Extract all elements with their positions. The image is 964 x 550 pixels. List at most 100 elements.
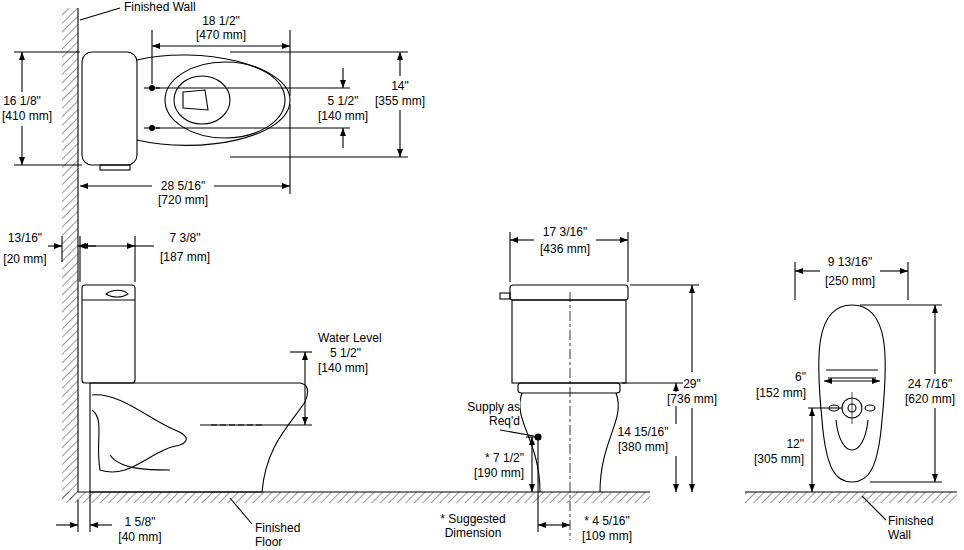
dimension-label: 29" (683, 377, 701, 391)
floor-plan-view (819, 305, 886, 482)
drawing-ellipse (174, 76, 230, 124)
drawing-line (289, 30, 290, 96)
drawing-line (691, 408, 692, 492)
drawing-line (290, 351, 312, 352)
drawing-line (230, 156, 408, 157)
drawing-line (134, 236, 135, 282)
dimension-label: 7 3/8" (170, 231, 201, 245)
dimension-label: [436 mm] (540, 242, 590, 256)
drawing-line (860, 304, 942, 305)
drawing-line (880, 270, 908, 271)
drawing-line (795, 270, 820, 271)
drawing-path (137, 55, 290, 145)
drawing-rect (500, 293, 510, 299)
drawing-line (230, 498, 252, 524)
drawing-line (156, 87, 350, 88)
drawing-line (21, 52, 22, 92)
dimension-label: [380 mm] (618, 440, 668, 454)
drawing-rect (62, 492, 650, 503)
dimension-label: Finished Floor (255, 521, 309, 549)
dimension-label: [305 mm] (754, 452, 804, 466)
drawing-line (907, 262, 908, 300)
dimension-label: [355 mm] (375, 94, 425, 108)
dimension-label: [720 mm] (158, 193, 208, 207)
drawing-line (89, 492, 90, 532)
drawing-rect (510, 285, 628, 300)
side-view (82, 285, 308, 492)
dimension-label: [152 mm] (756, 386, 806, 400)
drawing-line (745, 491, 957, 492)
drawing-path (106, 290, 128, 297)
dimension-label: Finished Wall (888, 514, 942, 542)
dimension-label: 28 5/16" (161, 179, 205, 193)
dimension-label: * Suggested Dimension (430, 512, 516, 540)
dimension-label: Supply as Req'd (458, 400, 520, 428)
dimension-label: 18 1/2" (202, 14, 240, 28)
drawing-line (14, 51, 80, 52)
drawing-line (304, 352, 305, 425)
drawing-line (151, 30, 152, 84)
dimension-label: 1 5/8" (125, 515, 156, 529)
drawing-line (934, 408, 935, 482)
drawing-path (183, 90, 208, 110)
drawing-line (691, 285, 692, 372)
drawing-path (110, 455, 170, 470)
drawing-line (156, 127, 350, 128)
dimension-label: [250 mm] (825, 274, 875, 288)
drawing-path (90, 383, 308, 492)
drawing-line (794, 262, 795, 300)
drawing-line (934, 305, 935, 374)
dimension-label: 14 15/16" (618, 425, 669, 439)
drawing-line (61, 236, 62, 262)
drawing-line (596, 239, 628, 240)
drawing-line (570, 292, 571, 540)
dimension-label: 6" (795, 370, 806, 384)
leader-line (80, 8, 120, 20)
drawing-path (600, 393, 618, 492)
drawing-rect (518, 383, 620, 393)
dimension-label: 5 1/2" (328, 94, 359, 108)
drawing-path (826, 370, 878, 378)
drawing-line (135, 245, 154, 246)
dimension-label: [40 mm] (118, 530, 161, 544)
drawing-line (90, 524, 112, 525)
dimension-label: [187 mm] (160, 250, 210, 264)
drawing-line (538, 524, 570, 525)
dimension-label: * 4 5/16" (584, 514, 630, 528)
drawing-rect (100, 165, 130, 170)
drawing-path (836, 420, 868, 450)
drawing-ellipse (829, 405, 839, 411)
dimension-lines (14, 30, 942, 532)
dimension-label: 9 13/16" (828, 255, 872, 269)
drawing-line (500, 430, 534, 436)
drawing-line (862, 496, 886, 520)
dimension-label: [140 mm] (318, 109, 368, 123)
drawing-line (21, 126, 22, 165)
drawing-line (870, 481, 942, 482)
dimension-label: 5 1/2" (330, 346, 361, 360)
drawing-line (811, 408, 812, 492)
drawing-ellipse (865, 405, 875, 411)
drawing-line (230, 51, 408, 52)
finished-wall (62, 8, 78, 500)
drawing-line (200, 424, 312, 425)
drawing-line (622, 382, 683, 383)
drawing-line (214, 185, 290, 186)
drawing-line (289, 104, 290, 194)
drawing-line (399, 110, 400, 157)
dimension-label: [410 mm] (2, 109, 52, 123)
dimension-label: [736 mm] (667, 392, 717, 406)
dimension-label: Finished Wall (124, 0, 196, 14)
dimension-label: [109 mm] (582, 529, 632, 543)
finished-floor (62, 492, 957, 503)
drawing-line (824, 380, 880, 381)
drawing-line (852, 392, 853, 424)
dimension-label: [20 mm] (3, 252, 46, 266)
drawing-line (342, 128, 343, 148)
dimension-label: [620 mm] (905, 392, 955, 406)
dimension-label: * 7 1/2" (485, 451, 524, 465)
drawing-rect (82, 285, 135, 383)
dimension-label: 24 7/16" (908, 377, 952, 391)
drawing-line (56, 524, 78, 525)
